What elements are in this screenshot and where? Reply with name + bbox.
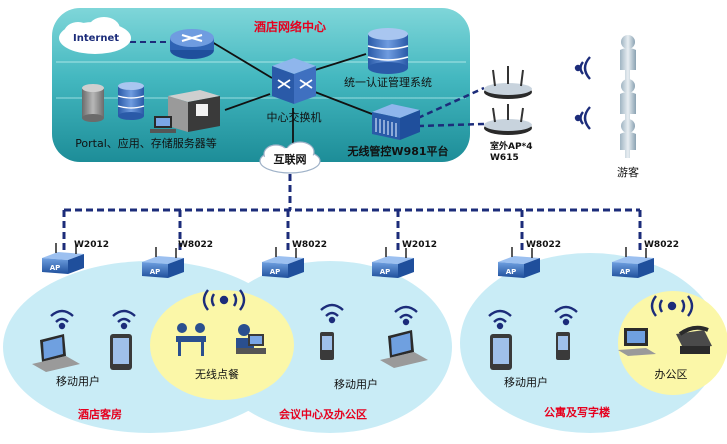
ap-badge: AP <box>506 268 517 276</box>
apartments-label: 公寓及写字楼 <box>544 405 610 419</box>
outdoor-ap-label: 室外AP*4 <box>490 140 533 152</box>
workstation-icon <box>150 116 176 133</box>
controller-label: 无线管控W981平台 <box>346 144 448 158</box>
core-switch-label: 中心交换机 <box>267 110 322 124</box>
guests-label: 游客 <box>617 165 639 179</box>
guest-person-icon <box>620 35 636 80</box>
ap-badge: AP <box>270 268 281 276</box>
wifi-signal-icon-9 <box>554 305 578 326</box>
controller-rack-icon <box>372 104 420 140</box>
ap-device-4: AP <box>372 247 414 278</box>
ap-model-label: W2012 <box>74 240 109 250</box>
auth-system-label: 统一认证管理系统 <box>344 75 432 89</box>
ap-badge: AP <box>620 268 631 276</box>
ordering-label: 无线点餐 <box>195 367 239 381</box>
wifi-signal-icon <box>574 56 591 80</box>
wifi-signal-icon-10 <box>650 295 694 317</box>
guest-person-icon-2 <box>620 79 636 124</box>
zone-ordering-highlight <box>150 290 294 400</box>
wifi-signal-icon-4 <box>112 309 136 330</box>
wifi-signal-icon-2 <box>574 106 591 130</box>
ap-badge: AP <box>50 264 61 272</box>
internet-label: Internet <box>73 33 119 44</box>
network-center-title: 酒店网络中心 <box>254 19 326 34</box>
ap-model-label: W8022 <box>178 240 213 250</box>
conference-label: 会议中心及办公区 <box>279 407 367 421</box>
mobile-users-label-3: 移动用户 <box>504 375 548 389</box>
wifi-signal-icon-7 <box>394 305 418 326</box>
wifi-signal-icon-6 <box>320 303 344 324</box>
router-icon <box>170 29 214 59</box>
server-cylinder-icon <box>82 84 104 122</box>
mobile-users-label-2: 移动用户 <box>334 377 378 391</box>
hotel-rooms-label: 酒店客房 <box>78 407 122 421</box>
wifi-signal-icon-8 <box>488 309 512 330</box>
trunk-lines <box>62 174 642 250</box>
order-terminal-icon <box>236 324 266 354</box>
ap-device-2: AP <box>142 247 184 278</box>
servers-label: Portal、应用、存储服务器等 <box>75 136 217 150</box>
office-phone-icon <box>676 325 712 354</box>
public-internet-cloud-icon <box>259 141 321 174</box>
ap-model-label: W2012 <box>402 240 437 250</box>
office-label: 办公区 <box>655 368 688 381</box>
laptop-icon-2 <box>380 330 428 368</box>
guest-person-icon-3 <box>620 119 636 158</box>
phone-icon <box>320 332 334 360</box>
tablet-icon-2 <box>490 334 512 370</box>
ap-badge: AP <box>380 268 391 276</box>
auth-server-icon <box>367 28 409 74</box>
internet-cloud-icon <box>59 17 131 54</box>
ap-model-label: W8022 <box>526 240 561 250</box>
ap-device-5: AP <box>498 247 540 278</box>
phone-icon-2 <box>556 332 570 360</box>
outdoor-ap-icon <box>484 66 532 99</box>
ap-device-3: AP <box>262 247 304 278</box>
ap-device-6: AP <box>612 247 654 278</box>
wifi-signal-icon-5 <box>202 289 246 311</box>
tablet-icon <box>110 334 132 370</box>
dining-table-icon <box>176 323 206 356</box>
wifi-signal-icon-3 <box>50 309 74 330</box>
core-switch-icon <box>272 58 316 104</box>
outdoor-ap-icon-2 <box>484 104 532 135</box>
ap-model-label: W8022 <box>292 240 327 250</box>
desktop-computer-icon <box>618 328 656 356</box>
zone-office-highlight <box>618 291 727 395</box>
storage-database-icon <box>117 82 145 120</box>
laptop-icon <box>32 334 80 372</box>
server-tower-icon <box>168 90 220 132</box>
internet-cloud-label: 互联网 <box>274 152 307 166</box>
ap-badge: AP <box>150 268 161 276</box>
ap-model-label: W8022 <box>644 240 679 250</box>
ap-device-1: AP <box>42 243 84 274</box>
mobile-users-label: 移动用户 <box>56 374 100 388</box>
outdoor-ap-model: W615 <box>490 153 519 163</box>
